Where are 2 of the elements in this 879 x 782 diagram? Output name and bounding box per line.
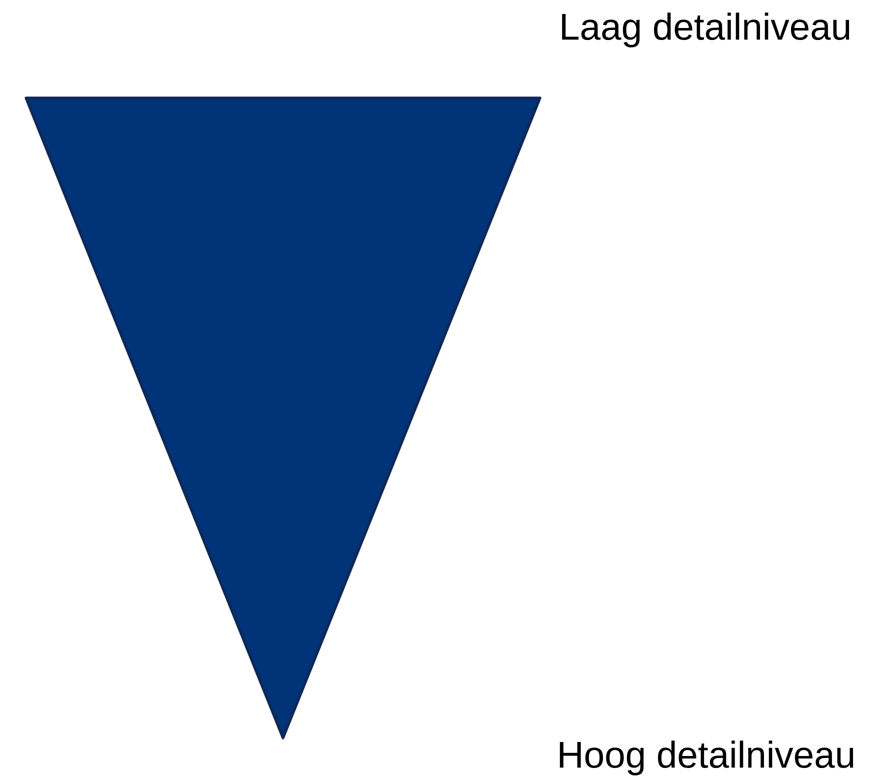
level-label: Laag detailniveau	[562, 12, 850, 48]
level-label: Hoog detailniveau	[560, 740, 854, 776]
